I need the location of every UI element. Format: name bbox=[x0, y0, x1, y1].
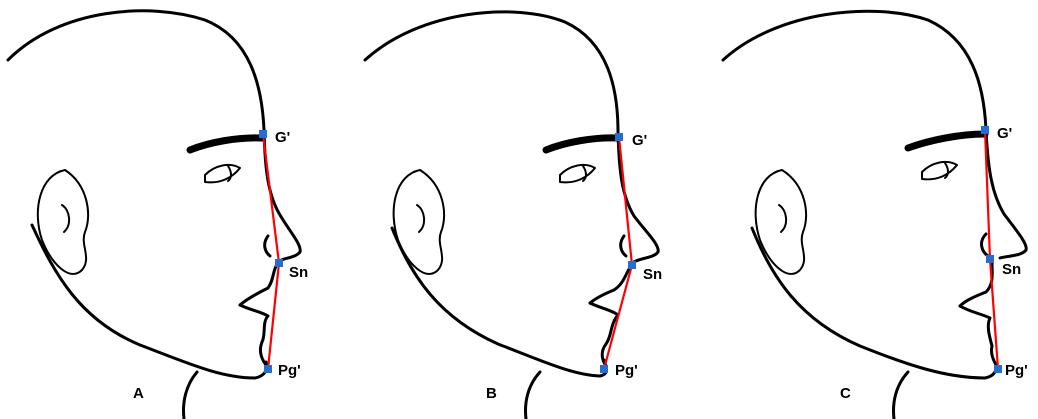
pogonion-marker bbox=[600, 365, 608, 373]
subnasale-marker bbox=[986, 255, 994, 263]
glabella-marker bbox=[981, 126, 989, 134]
glabella-label: G' bbox=[275, 129, 290, 146]
glabella-label: G' bbox=[997, 125, 1012, 142]
panel-label: A bbox=[133, 385, 144, 402]
lower-lip bbox=[240, 305, 268, 342]
glabella-marker bbox=[615, 133, 623, 141]
panel-label: C bbox=[840, 385, 851, 402]
eyebrow bbox=[546, 138, 618, 150]
ear bbox=[756, 170, 806, 274]
pogonion-label: Pg' bbox=[1005, 362, 1028, 379]
subnasale-marker bbox=[628, 261, 636, 269]
face-back-outline bbox=[752, 228, 996, 378]
neck-outline bbox=[894, 372, 908, 419]
pogonion-marker bbox=[994, 365, 1002, 373]
neck-outline bbox=[526, 372, 540, 419]
lower-lip bbox=[590, 303, 618, 344]
ear bbox=[394, 170, 444, 274]
panel-a: G' Sn Pg' A bbox=[8, 11, 308, 419]
panel-label: B bbox=[486, 385, 497, 402]
nose-tip bbox=[621, 236, 626, 256]
eye bbox=[560, 165, 595, 182]
upper-lip bbox=[240, 262, 278, 305]
eyebrow bbox=[908, 134, 985, 148]
subnasale-label: Sn bbox=[289, 264, 308, 281]
eye bbox=[922, 162, 957, 179]
pogonion-label: Pg' bbox=[615, 362, 638, 379]
nose-tip bbox=[265, 236, 270, 256]
face-back-outline bbox=[32, 225, 267, 378]
facial-profile-line bbox=[985, 130, 998, 369]
subnasale-label: Sn bbox=[643, 266, 662, 283]
chin bbox=[260, 342, 268, 368]
lower-lip bbox=[960, 306, 992, 346]
eyebrow bbox=[190, 138, 262, 150]
glabella-marker bbox=[259, 130, 267, 138]
subnasale-label: Sn bbox=[1002, 261, 1021, 278]
ear bbox=[38, 170, 88, 274]
nose-tip bbox=[982, 234, 988, 256]
glabella-label: G' bbox=[632, 132, 647, 149]
eye bbox=[205, 165, 240, 182]
pogonion-label: Pg' bbox=[278, 362, 301, 379]
face-back-outline bbox=[392, 228, 607, 376]
subnasale-marker bbox=[275, 259, 283, 267]
neck-outline bbox=[184, 372, 197, 419]
panel-c: G' Sn Pg' C bbox=[723, 11, 1028, 419]
pogonion-marker bbox=[264, 365, 272, 373]
panel-b: G' Sn Pg' B bbox=[365, 12, 662, 419]
facial-profile-line bbox=[604, 137, 632, 369]
upper-lip bbox=[960, 262, 992, 306]
